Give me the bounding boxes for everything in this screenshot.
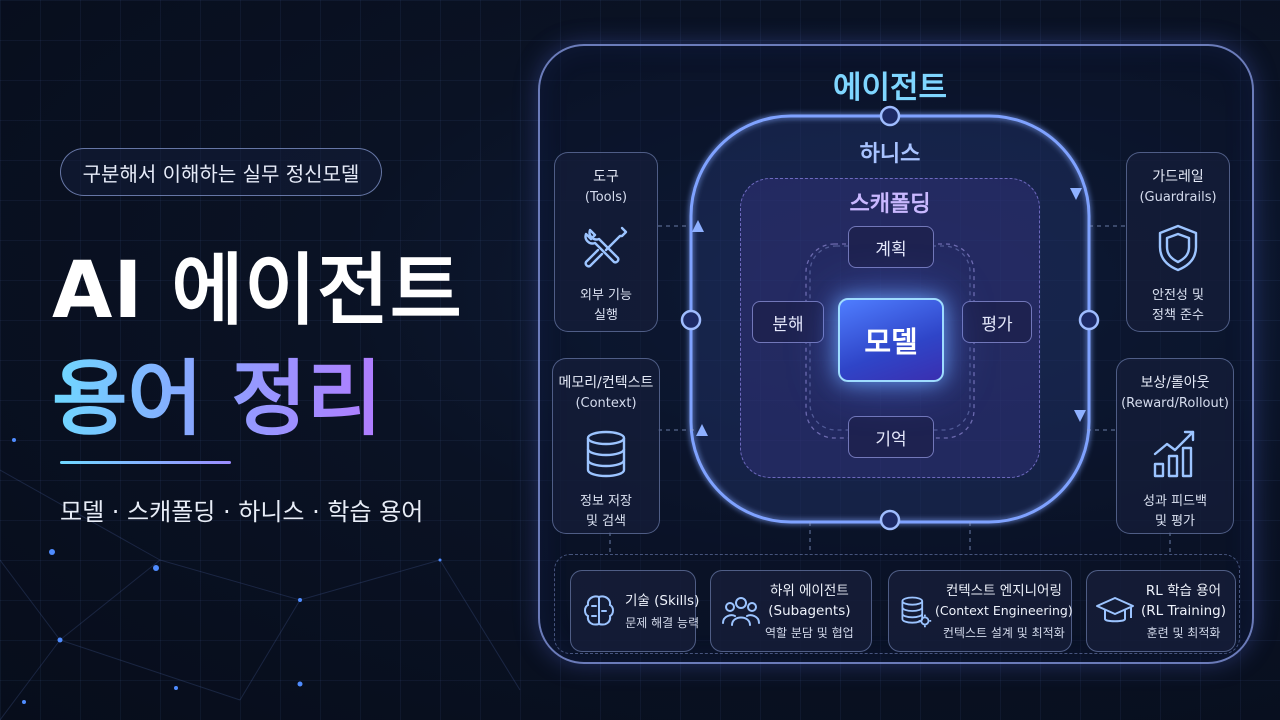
bottom-card-subagents-desc: 역할 분담 및 협업 <box>765 625 854 640</box>
scaffold-node-decompose: 분해 <box>752 301 824 343</box>
card-tools-name: 도구 <box>593 169 619 185</box>
database-gear-icon <box>901 596 932 628</box>
shield-icon <box>1158 224 1198 272</box>
card-tools-en: (Tools) <box>584 190 628 205</box>
bottom-card-rl-training-title: RL 학습 용어 <box>1145 582 1222 599</box>
database-icon <box>586 430 626 478</box>
ring-arrow-right-top <box>1070 188 1082 200</box>
bottom-card-skills-title: 기술 (Skills) <box>625 592 700 609</box>
bar-chart-trend-icon <box>1153 430 1195 478</box>
model-node: 모델 <box>838 298 944 382</box>
brain-icon <box>584 595 614 626</box>
card-guardrails-en: (Guardrails) <box>1139 190 1217 205</box>
card-reward: 보상/롤아웃 (Reward/Rollout) 성과 피드백 및 평가 <box>1116 358 1234 534</box>
graduation-cap-icon <box>1096 597 1134 623</box>
bottom-card-rl-training-subtitle: (RL Training) <box>1141 602 1226 619</box>
card-tools: 도구 (Tools) 외부 기능 실행 <box>554 152 658 332</box>
agent-title: 에이전트 <box>832 70 948 106</box>
card-guardrails-name: 가드레일 <box>1152 169 1204 185</box>
bottom-card-skills-desc: 문제 해결 능력 <box>625 615 700 630</box>
bottom-card-subagents: 하위 에이전트 (Subagents) 역할 분담 및 협업 <box>710 570 872 652</box>
bottom-card-rl-training: RL 학습 용어 (RL Training) 훈련 및 최적화 <box>1086 570 1236 652</box>
ring-arrow-left-top <box>692 220 704 232</box>
bottom-card-skills: 기술 (Skills) 문제 해결 능력 <box>570 570 700 652</box>
card-context-en: (Context) <box>575 396 637 411</box>
bottom-card-subagents-title: 하위 에이전트 <box>769 582 849 599</box>
bottom-card-context-engineering-title: 컨텍스트 엔지니어링 <box>945 582 1062 599</box>
card-tools-desc1: 외부 기능 <box>580 288 632 303</box>
scaffold-node-plan: 계획 <box>848 226 934 268</box>
card-context-name: 메모리/컨텍스트 <box>558 375 654 391</box>
bottom-card-rl-training-desc: 훈련 및 최적화 <box>1146 625 1221 640</box>
card-context-desc1: 정보 저장 <box>580 494 632 509</box>
page-title-line2: 용어 정리 <box>52 332 382 451</box>
harness-title: 하니스 <box>859 142 921 167</box>
title-underline <box>60 461 231 464</box>
card-context: 메모리/컨텍스트 (Context) 정보 저장 및 검색 <box>552 358 660 534</box>
ring-node-top <box>879 105 901 127</box>
card-context-desc2: 및 검색 <box>585 514 626 529</box>
tagline-pill: 구분해서 이해하는 실무 정신모델 <box>60 148 382 196</box>
card-guardrails: 가드레일 (Guardrails) 안전성 및 정책 준수 <box>1126 152 1230 332</box>
bottom-card-context-engineering: 컨텍스트 엔지니어링 (Context Engineering) 컨텍스트 설계… <box>888 570 1073 652</box>
card-reward-desc2: 및 평가 <box>1154 514 1195 529</box>
card-reward-desc1: 성과 피드백 <box>1143 494 1207 509</box>
scaffolding-title: 스캐폴딩 <box>849 192 931 217</box>
scaffold-node-evaluate: 평가 <box>962 301 1032 343</box>
page-title-line1: AI 에이전트 <box>52 246 463 336</box>
card-tools-desc2: 실행 <box>594 308 618 323</box>
bottom-card-context-engineering-subtitle: (Context Engineering) <box>935 602 1073 618</box>
ring-arrow-left-bottom <box>696 424 708 436</box>
bottom-card-context-engineering-desc: 컨텍스트 설계 및 최적화 <box>942 625 1065 640</box>
card-reward-en: (Reward/Rollout) <box>1121 396 1229 411</box>
ring-node-right <box>1078 309 1100 331</box>
card-reward-name: 보상/롤아웃 <box>1140 375 1210 391</box>
wrench-screwdriver-icon <box>584 226 628 268</box>
card-guardrails-desc2: 정책 준수 <box>1152 308 1204 323</box>
team-icon <box>722 597 760 626</box>
ring-node-bottom <box>879 509 901 531</box>
card-guardrails-desc1: 안전성 및 <box>1152 288 1204 303</box>
ring-node-left <box>680 309 702 331</box>
page-subtitle: 모델 · 스캐폴딩 · 하니스 · 학습 용어 <box>60 498 424 526</box>
scaffold-node-memory: 기억 <box>848 416 934 458</box>
bottom-card-subagents-subtitle: (Subagents) <box>768 602 851 619</box>
bottom-capabilities-strip <box>554 554 1240 654</box>
ring-arrow-right-bottom <box>1074 410 1086 422</box>
